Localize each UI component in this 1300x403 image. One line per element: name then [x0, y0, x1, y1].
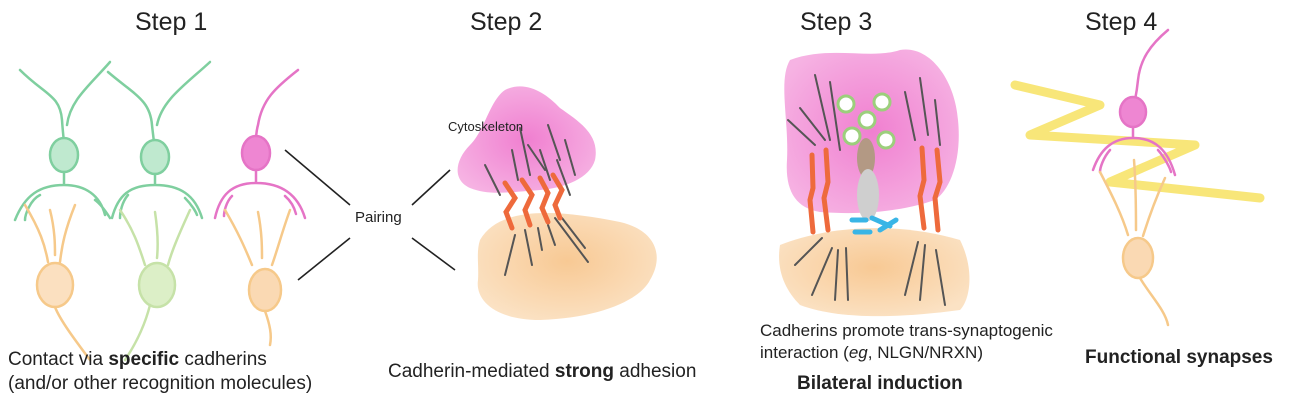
step-1-caption: Contact via specific cadherins (and/or o…: [8, 348, 312, 396]
step-3-title: Step 3: [800, 8, 872, 36]
step-2-caption-part: Cadherin-mediated: [388, 361, 555, 382]
step-2-caption-part: adhesion: [613, 361, 697, 382]
step-3-caption-part: , NLGN/NRXN): [867, 343, 983, 362]
green-orange-neuron-middle: [118, 208, 192, 362]
orange-neuron-right: [223, 208, 292, 347]
step-4-caption: Functional synapses: [1085, 347, 1273, 368]
step3-cadherin-pairs: [807, 145, 943, 235]
step-1-caption-part: Contact via: [8, 349, 109, 370]
step4-orange-neuron: [1098, 158, 1170, 327]
step-3-caption: Cadherins promote trans-synaptogenic int…: [760, 320, 1053, 364]
step-4-title: Step 4: [1085, 8, 1157, 36]
nlgn-nrxn-complex: [857, 138, 879, 221]
orange-neuron-left: [23, 203, 92, 362]
step-3-caption-italic: eg: [848, 343, 868, 362]
step-3-caption-part: interaction (: [760, 343, 849, 362]
step2-cytoskeleton-filaments: [484, 124, 589, 276]
step2-presynaptic-blob: [457, 86, 596, 193]
synaptic-vesicles: [836, 92, 896, 150]
step-1-caption-emphasis: specific: [108, 349, 180, 370]
step-2-title: Step 2: [470, 8, 542, 36]
green-neuron-middle: [106, 60, 212, 220]
green-neuron-left: [13, 60, 112, 222]
step4-pink-neuron: [1091, 28, 1177, 177]
step-3-caption-line-1: Cadherins promote trans-synaptogenic: [760, 321, 1053, 340]
pairing-lines: [284, 149, 456, 281]
step-1-caption-part: cadherins: [179, 349, 267, 370]
step-1-title: Step 1: [135, 8, 207, 36]
step2-postsynaptic-blob: [477, 213, 657, 320]
step3-cytoskeleton-filaments: [787, 74, 946, 306]
cytoskeleton-label: Cytoskeleton: [448, 119, 523, 134]
step3-postsynaptic-blob: [779, 228, 970, 317]
step-1-caption-line-2: (and/or other recognition molecules): [8, 373, 313, 394]
step-2-caption-emphasis: strong: [554, 361, 614, 382]
pairing-label: Pairing: [355, 209, 402, 226]
step3-cyan-molecules: [849, 215, 899, 235]
step-2-caption: Cadherin-mediated strong adhesion: [388, 360, 696, 384]
pink-neuron-right: [213, 68, 307, 220]
step2-cadherin-pairs: [502, 172, 565, 231]
step-3-caption-bold: Bilateral induction: [797, 373, 963, 394]
